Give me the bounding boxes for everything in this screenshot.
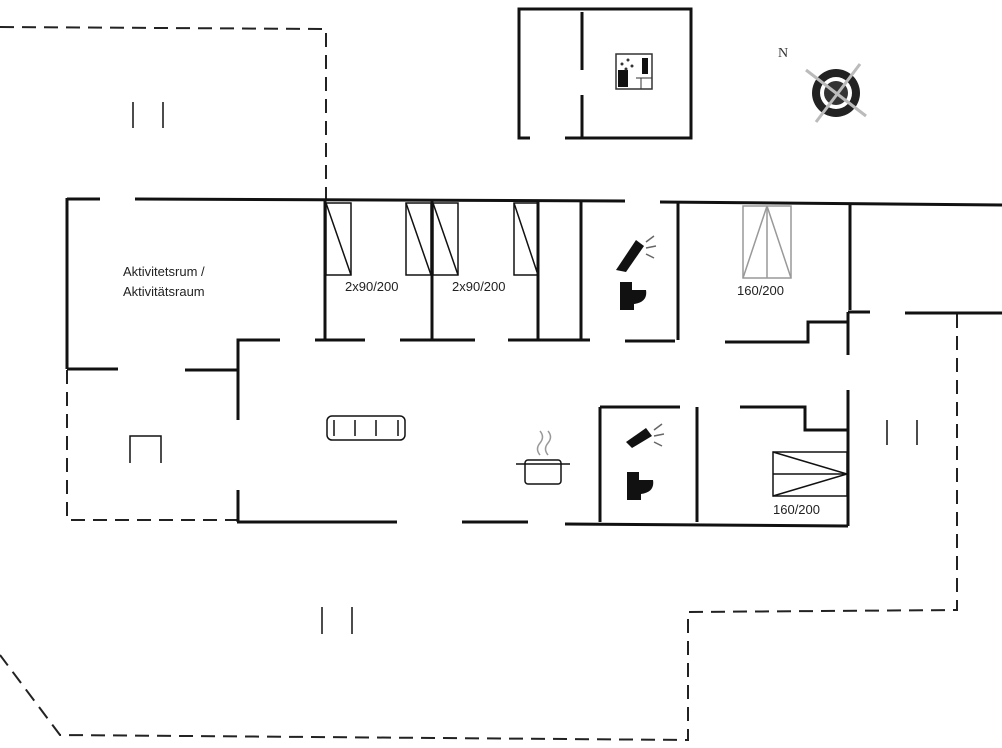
fireplace-icon [129, 435, 162, 463]
room-label-activity-line1: Aktivitetsrum / [123, 264, 205, 279]
compass-rose-icon [805, 63, 867, 123]
terrace-outlines [0, 26, 958, 742]
compass-north-label: N [778, 46, 788, 61]
bed-size-label: 160/200 [737, 283, 784, 298]
cooking-pot-icon [516, 430, 570, 485]
chairs-icon [132, 102, 918, 634]
shower-icon [616, 235, 665, 448]
sauna-icon [615, 53, 653, 90]
room-label-activity-line2: Aktivitätsraum [123, 284, 205, 299]
bed-size-label: 2x90/200 [452, 279, 506, 294]
walls [65, 197, 1002, 528]
sofa-icon [326, 415, 406, 441]
bed-size-label: 160/200 [773, 502, 820, 517]
toilet-icon [620, 282, 654, 500]
beds [325, 202, 850, 497]
bed-size-label: 2x90/200 [345, 279, 399, 294]
sauna-building [517, 7, 693, 140]
